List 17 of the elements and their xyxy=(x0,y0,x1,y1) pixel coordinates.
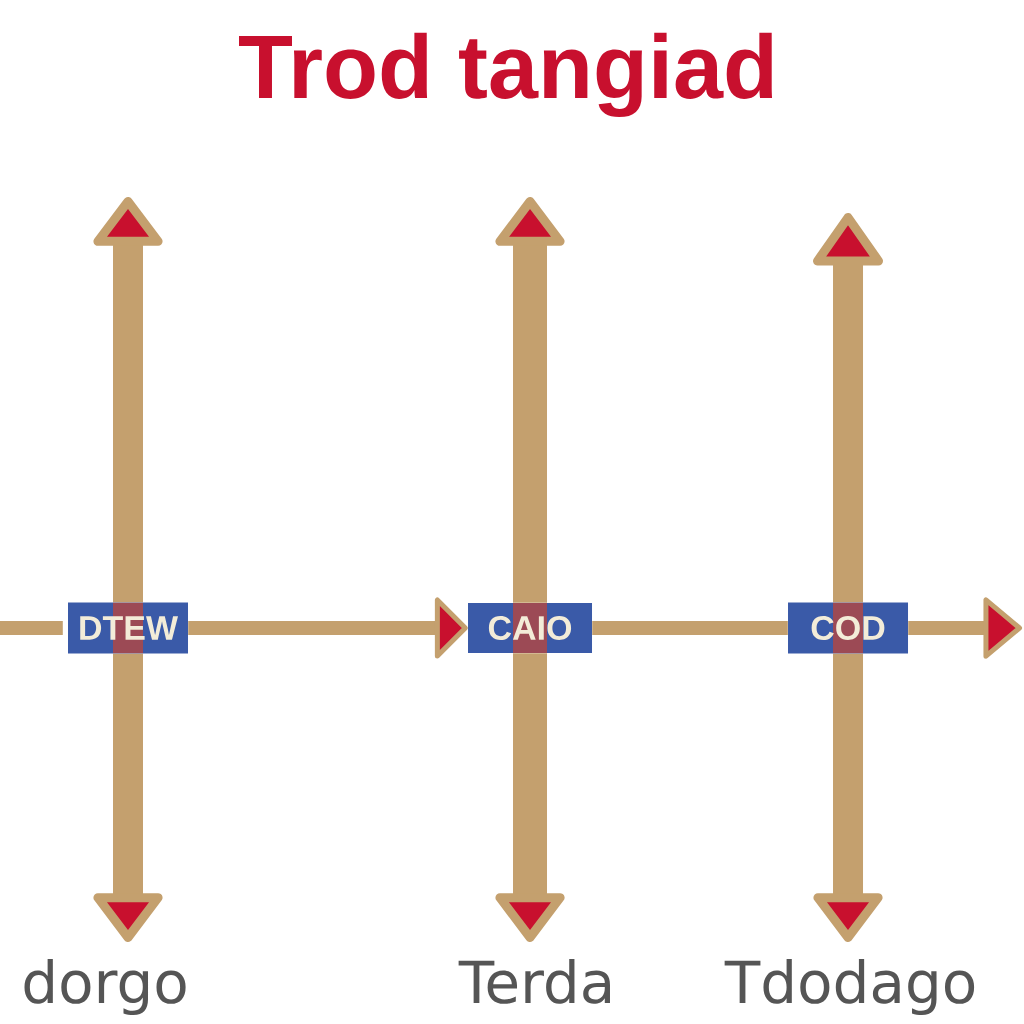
arrow xyxy=(908,597,1022,659)
arrow-label: dorgo xyxy=(24,958,186,1016)
label-box: COD xyxy=(788,602,908,654)
arrow xyxy=(93,653,163,942)
arrow xyxy=(813,653,883,942)
arrow-label: Tdodago xyxy=(724,958,975,1016)
connector-line xyxy=(0,621,63,635)
connector-line xyxy=(592,621,788,635)
arrow xyxy=(93,197,163,603)
arrow xyxy=(188,597,468,659)
label-box: DTEW xyxy=(68,602,188,654)
title: Trod tangiad xyxy=(239,32,773,118)
arrow xyxy=(495,197,565,603)
arrow xyxy=(495,653,565,942)
arrow xyxy=(813,213,883,603)
arrow-label: Terda xyxy=(458,958,610,1004)
label-box: CAIO xyxy=(468,603,592,653)
